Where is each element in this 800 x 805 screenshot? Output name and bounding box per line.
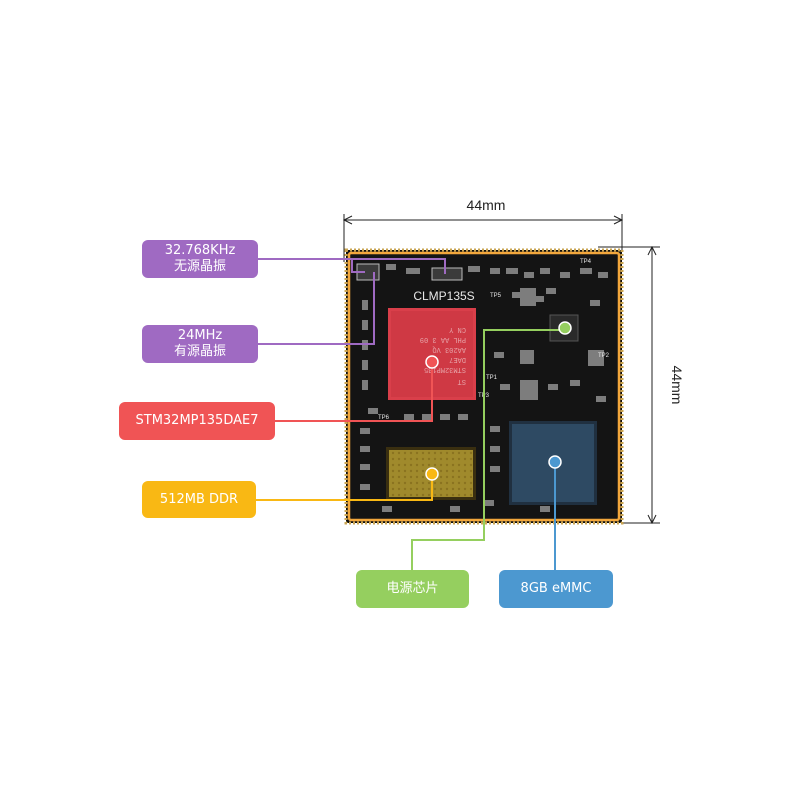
tp6-label: TP6	[378, 415, 390, 421]
board-silkscreen: CLMP135S	[413, 289, 474, 303]
svg-text:DAE7: DAE7	[449, 355, 466, 363]
svg-text:PHL AA 3 09: PHL AA 3 09	[420, 335, 466, 343]
emmc-marker	[548, 455, 562, 469]
som-board: ST STM32MP135 DAE7 AA203 VQ PHL AA 3 09 …	[344, 248, 624, 525]
callout-32khz-line1: 32.768KHz	[164, 243, 236, 258]
svg-text:ST: ST	[458, 377, 466, 385]
passive-components	[360, 264, 608, 512]
height-dimension	[598, 245, 660, 525]
callout-24mhz-line1: 24MHz	[177, 328, 223, 343]
callout-24mhz-line2: 有源晶振	[173, 344, 226, 359]
svg-text:CN Y: CN Y	[448, 325, 466, 333]
callout-mcu: STM32MP135DAE7	[119, 402, 275, 440]
ddr-marker	[425, 467, 439, 481]
leader-32khz	[258, 258, 446, 274]
ddr-chip	[386, 447, 476, 500]
callout-emmc-line1: 8GB eMMC	[520, 581, 592, 596]
callout-32khz-crystal: 32.768KHz 无源晶振	[142, 240, 258, 278]
tp1-label: TP1	[486, 375, 498, 381]
tp2-label: TP2	[598, 353, 610, 359]
callout-emmc: 8GB eMMC	[499, 570, 613, 608]
callout-ddr: 512MB DDR	[142, 481, 256, 518]
width-label: 44mm	[467, 197, 506, 213]
svg-text:STM32MP135: STM32MP135	[424, 365, 466, 373]
crystal-24mhz	[431, 267, 463, 281]
leader-24mhz	[258, 272, 375, 345]
tp5-label: TP5	[490, 293, 502, 299]
callout-24mhz-oscillator: 24MHz 有源晶振	[142, 325, 258, 363]
tp4-label: TP4	[580, 259, 592, 265]
leader-ddr	[256, 474, 433, 501]
callout-32khz-line2: 无源晶振	[173, 259, 226, 274]
callout-pmic: 电源芯片	[356, 570, 469, 608]
mcu-marking: ST STM32MP135 DAE7 AA203 VQ PHL AA 3 09 …	[420, 325, 466, 385]
width-dimension	[342, 214, 624, 262]
pmic-marker	[558, 321, 572, 335]
leader-mcu	[275, 362, 433, 422]
callout-pmic-line1: 电源芯片	[386, 581, 439, 596]
height-label: 44mm	[669, 366, 685, 405]
callout-mcu-line1: STM32MP135DAE7	[135, 413, 259, 428]
callout-ddr-line1: 512MB DDR	[159, 491, 239, 507]
svg-text:AA203 VQ: AA203 VQ	[432, 345, 466, 353]
mcu-marker	[425, 355, 439, 369]
